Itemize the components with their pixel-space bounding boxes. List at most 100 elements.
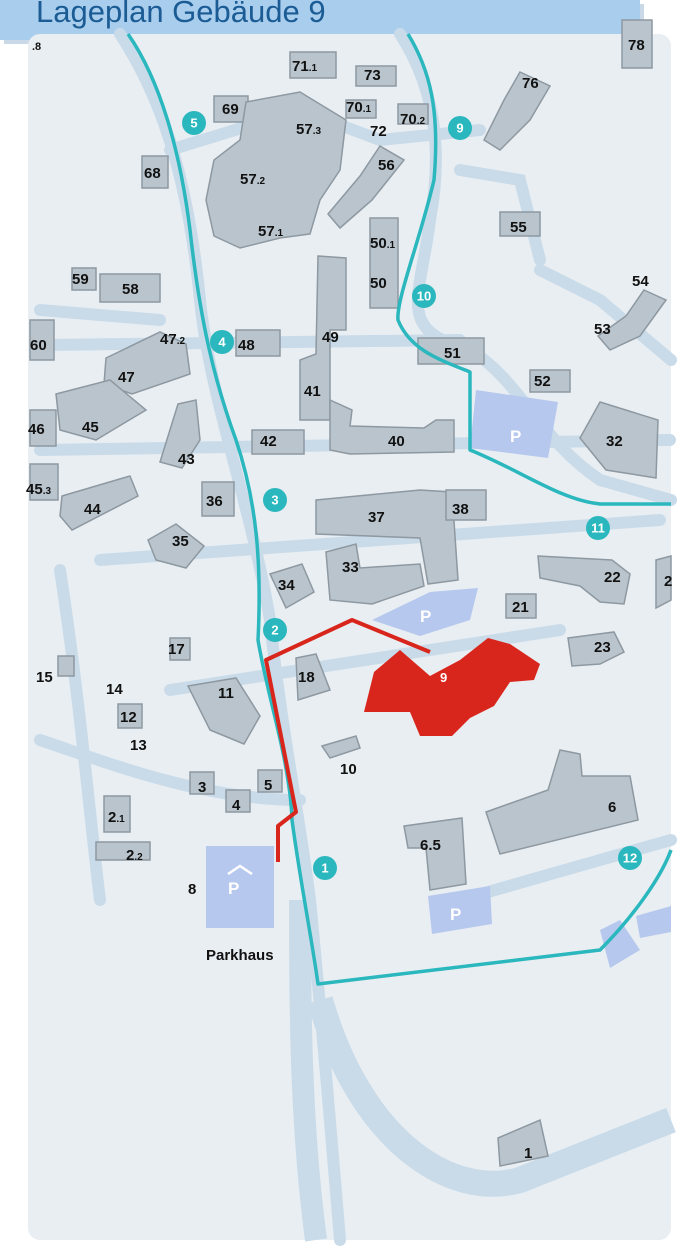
- bldg-58: [99, 273, 161, 303]
- bldg-35: [147, 523, 206, 569]
- building-number: 3: [198, 779, 206, 796]
- building-label-b36: 36: [206, 493, 223, 510]
- shuttle-stop-1[interactable]: 1: [313, 856, 337, 880]
- building-number: 45: [82, 419, 99, 436]
- bldg-32: [579, 401, 659, 479]
- building-label-b70-1: 70.1: [346, 99, 371, 116]
- parking-lot-east-1: [600, 920, 640, 968]
- road-southwest: [54, 564, 106, 906]
- building-number: 72: [370, 123, 387, 140]
- bldg-42: [251, 429, 305, 455]
- parkhaus-roof-icon: [227, 864, 253, 876]
- building-number: 76: [522, 75, 539, 92]
- building-number: 12: [120, 709, 137, 726]
- road-cross-5: [34, 734, 306, 806]
- building-number: 15: [36, 669, 53, 686]
- building-number: 48: [238, 337, 255, 354]
- building-label-b76: 76: [522, 75, 539, 92]
- building-label-b70-2: 70.2: [400, 111, 425, 128]
- bldg-23: [567, 631, 626, 667]
- building-number: 13: [130, 737, 147, 754]
- bldg-15: [57, 655, 75, 677]
- building-number: 2: [126, 847, 134, 864]
- building-label-b78: 78: [628, 37, 645, 54]
- shuttle-stop-12[interactable]: 12: [618, 846, 642, 870]
- building-number: 57: [240, 171, 257, 188]
- parking-letter-3: P: [228, 879, 239, 898]
- target-building-label: 9: [440, 670, 447, 685]
- shuttle-route: [126, 33, 673, 986]
- road-east-branch: [534, 264, 677, 366]
- target-building-9[interactable]: [364, 638, 540, 736]
- shuttle-stop-3[interactable]: 3: [263, 488, 287, 512]
- map-background: [28, 34, 671, 1240]
- building-label-b54: 54: [632, 273, 649, 290]
- building-number: 50: [370, 275, 387, 292]
- stop-marker: [448, 116, 472, 140]
- bldg-21: [505, 593, 537, 619]
- stop-marker: [210, 330, 234, 354]
- building-number: 78: [628, 37, 645, 54]
- stop-marker: [263, 488, 287, 512]
- shuttle-stop-5[interactable]: 5: [182, 111, 206, 135]
- building-number: 53: [594, 321, 611, 338]
- building-label-b45-3: 45.3: [26, 481, 51, 498]
- building-label-b35: 35: [172, 533, 189, 550]
- building-label-b42: 42: [260, 433, 277, 450]
- shuttle-stop-4[interactable]: 4: [210, 330, 234, 354]
- building-label-b44: 44: [84, 501, 101, 518]
- building-number: 34: [278, 577, 295, 594]
- building-label-b55: 55: [510, 219, 527, 236]
- building-number: 43: [178, 451, 195, 468]
- building-number: 44: [84, 501, 101, 518]
- bldg-57: [205, 91, 347, 249]
- building-label-b60: 60: [30, 337, 47, 354]
- building-label-b47-2: 47.2: [160, 331, 185, 348]
- shuttle-stop-10[interactable]: 10: [412, 284, 436, 308]
- map-title: Lageplan Gebäude 9: [36, 0, 326, 29]
- bldg-11: [186, 677, 261, 745]
- building-number: 49: [322, 329, 339, 346]
- bldg-17: [169, 637, 191, 661]
- building-number: 60: [30, 337, 47, 354]
- stop-marker: [586, 516, 610, 540]
- building-number: 8: [188, 881, 196, 898]
- building-number: 47: [118, 369, 135, 386]
- shuttle-route-west: [126, 33, 673, 986]
- bldg-22: [537, 555, 631, 605]
- bldg-37: [315, 489, 459, 585]
- stop-number: 1: [321, 861, 328, 876]
- building-label-b57-2: 57.2: [240, 171, 265, 188]
- building-label-b37: 37: [368, 509, 385, 526]
- building-label-b73: 73: [364, 67, 381, 84]
- shuttle-stop-2[interactable]: 2: [263, 618, 287, 642]
- shuttle-stop-11[interactable]: 11: [586, 516, 610, 540]
- building-subnumber: .1: [116, 814, 125, 825]
- stop-marker: [618, 846, 642, 870]
- building-label-b38: 38: [452, 501, 469, 518]
- parkhaus-label: Parkhaus: [206, 947, 274, 964]
- building-subnumber: .1: [387, 240, 396, 251]
- shuttle-stop-9[interactable]: 9: [448, 116, 472, 140]
- buildings: [29, 19, 672, 1167]
- corner-label: .8: [32, 41, 41, 53]
- building-number: 58: [122, 281, 139, 298]
- building-label-b32: 32: [606, 433, 623, 450]
- building-number: 5: [264, 777, 272, 794]
- bldg-1: [497, 1118, 549, 1167]
- building-label-b4: 4: [232, 797, 241, 814]
- building-label-b6-5: 6.5: [420, 837, 441, 854]
- building-number: 45: [26, 481, 43, 498]
- bldg-59: [71, 267, 97, 291]
- building-label-b47: 47: [118, 369, 135, 386]
- building-number: 40: [388, 433, 405, 450]
- building-number: 17: [168, 641, 185, 658]
- building-subnumber: .1: [275, 228, 284, 239]
- stop-number: 4: [218, 335, 226, 350]
- building-number: 47: [160, 331, 177, 348]
- building-subnumber: .1: [309, 63, 318, 74]
- parkhaus: [206, 846, 274, 928]
- bldg-55: [499, 211, 541, 237]
- building-label-b43: 43: [178, 451, 195, 468]
